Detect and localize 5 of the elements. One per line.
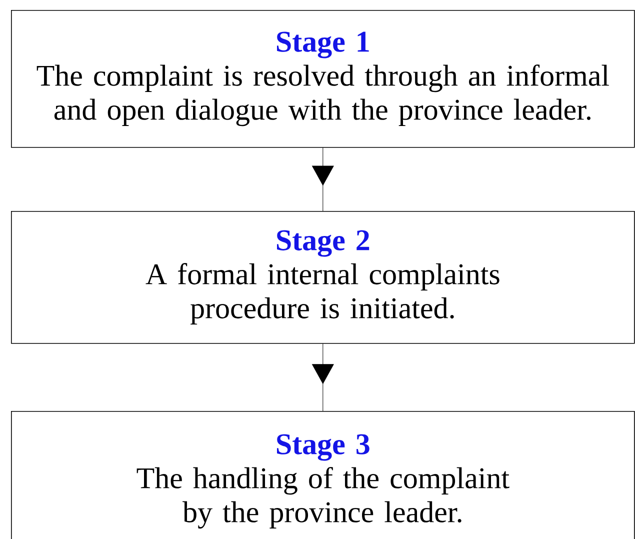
stage-box: Stage 1 The complaint is resolved through an informal and open dialogue with the province leader. — [11, 10, 635, 148]
stage-box: Stage 2 A formal internal complaints procedure is initiated. — [11, 211, 635, 344]
stage-box: Stage 3 The handling of the complaint by the province leader. — [11, 411, 635, 539]
arrow — [312, 344, 334, 412]
arrow — [312, 148, 334, 212]
